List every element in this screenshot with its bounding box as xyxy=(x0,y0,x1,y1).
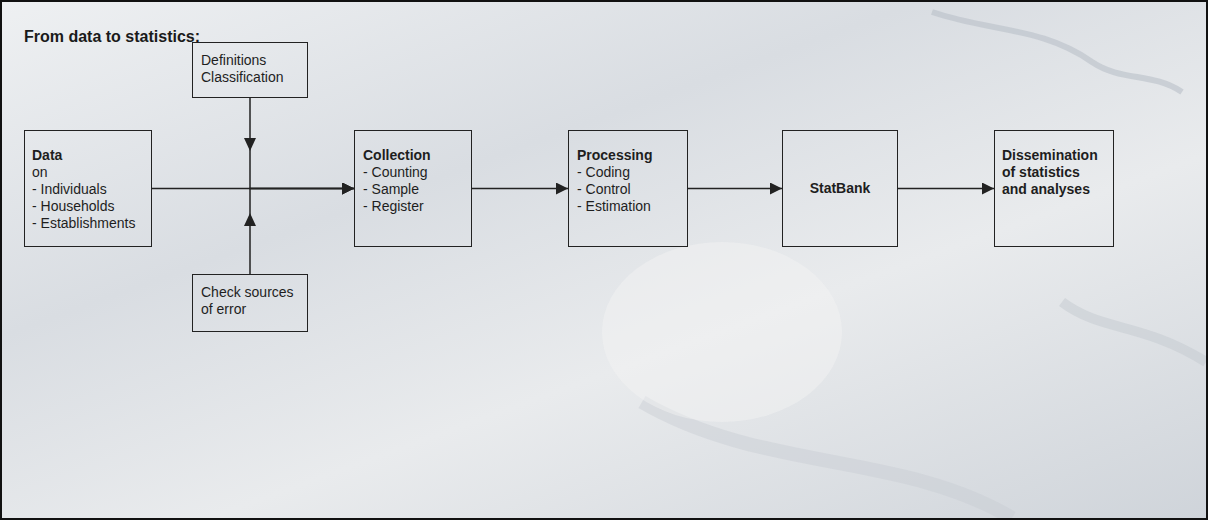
background-streak xyxy=(932,12,1182,92)
flow-arrow xyxy=(472,188,568,190)
box-heading: Definitions xyxy=(201,52,299,69)
box-text: - Establishments xyxy=(32,215,144,232)
box-text: - Sample xyxy=(363,181,463,198)
box-text: - Coding xyxy=(577,164,679,181)
box-text: Classification xyxy=(201,69,299,86)
flow-arrow xyxy=(898,188,994,190)
box-heading: Processing xyxy=(577,147,679,164)
process-box: Processing- Coding- Control- Estimation xyxy=(568,130,688,247)
output-box: Dissemination of statistics and analyses xyxy=(994,130,1114,247)
flow-arrow xyxy=(250,189,354,275)
flow-arrow xyxy=(688,188,782,190)
box-heading: StatBank xyxy=(810,180,871,197)
diagram-title: From data to statistics: xyxy=(24,28,200,46)
box-heading: Dissemination of statistics and analyses xyxy=(1002,147,1106,198)
box-text: - Register xyxy=(363,198,463,215)
box-text: - Counting xyxy=(363,164,463,181)
background-streak xyxy=(1062,302,1206,362)
flow-arrow xyxy=(250,98,354,189)
source-box: Dataon- Individuals- Households- Establi… xyxy=(24,130,152,247)
box-heading: Data xyxy=(32,147,144,164)
box-text: - Households xyxy=(32,198,144,215)
process-box: Collection- Counting- Sample- Register xyxy=(354,130,472,247)
label-group: StatBank xyxy=(810,180,871,197)
box-text: - Control xyxy=(577,181,679,198)
box-text: - Estimation xyxy=(577,198,679,215)
input-box: DefinitionsClassification xyxy=(192,42,308,98)
box-text: - Individuals xyxy=(32,181,144,198)
box-heading: Check sources of error xyxy=(201,284,299,318)
process-box: StatBank xyxy=(782,130,898,247)
box-text: on xyxy=(32,164,144,181)
box-heading: Collection xyxy=(363,147,463,164)
input-box: Check sources of error xyxy=(192,274,308,332)
background-glow xyxy=(602,242,842,422)
